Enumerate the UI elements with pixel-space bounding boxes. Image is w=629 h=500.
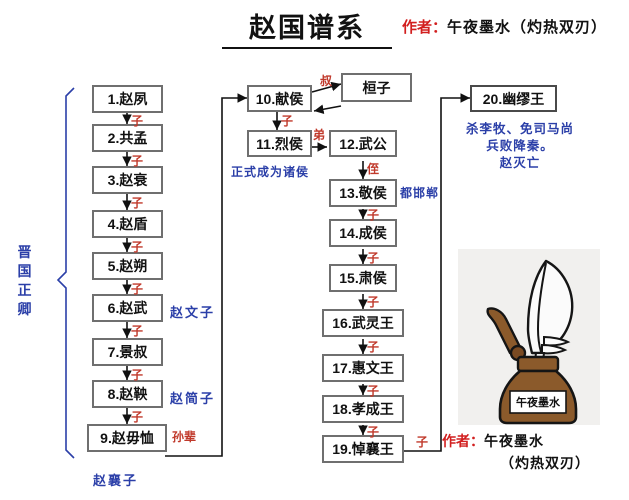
node-3[interactable]: 3.赵衰 — [92, 166, 163, 194]
node-1[interactable]: 1.赵夙 — [92, 85, 163, 113]
edge-label-3-4: 子 — [131, 196, 144, 210]
fall-note-line-1: 杀李牧、免司马尚 — [465, 122, 574, 136]
edge-label-4-5: 子 — [131, 240, 144, 254]
inkwell-bottle-label: 午夜墨水 — [516, 397, 560, 409]
node-18[interactable]: 18.孝成王 — [322, 395, 404, 423]
node-11[interactable]: 11.烈侯 — [247, 130, 312, 157]
node-2[interactable]: 2.共孟 — [92, 124, 163, 152]
node-12[interactable]: 12.武公 — [329, 130, 397, 157]
annotation-became-lord: 正式成为诸侯 — [231, 165, 310, 179]
node-14[interactable]: 14.成侯 — [329, 219, 397, 247]
page-title: 赵国谱系 — [222, 6, 392, 49]
annotation-capital-handan: 都邯郸 — [400, 186, 440, 200]
fall-note-line-2: 兵败降秦。 — [486, 139, 554, 153]
edge-label-14-15: 子 — [367, 251, 380, 265]
edge-label-5-6: 子 — [131, 282, 144, 296]
edge-label-6-7: 子 — [131, 324, 144, 338]
node-8[interactable]: 8.赵鞅 — [92, 380, 163, 408]
annotation-zhao-jianzi: 赵简子 — [170, 391, 216, 406]
edge-label-11-12: 弟 — [313, 128, 326, 142]
edge-label-15-16: 子 — [367, 295, 380, 309]
annotation-fall-of-zhao: 杀李牧、免司马尚 兵败降秦。 赵灭亡 — [444, 121, 596, 172]
edge-label-1-2: 子 — [131, 114, 144, 128]
edge-label-17-18: 子 — [367, 384, 380, 398]
annotation-zhao-wenzi: 赵文子 — [170, 305, 216, 320]
fall-note-line-3: 赵灭亡 — [499, 156, 541, 170]
node-6[interactable]: 6.赵武 — [92, 294, 163, 322]
author-name: 午夜墨水（灼热双刃） — [447, 20, 608, 36]
author-label: 作者： — [402, 20, 448, 36]
edge-label-9-10: 孙辈 — [172, 430, 197, 444]
node-16[interactable]: 16.武灵王 — [322, 309, 404, 337]
edge-label-13-14: 子 — [367, 208, 380, 222]
author-name-line2: （灼热双刃） — [500, 457, 590, 472]
edge-label-8-9: 子 — [131, 410, 144, 424]
logo-panel: 午夜墨水 — [458, 249, 600, 425]
node-15[interactable]: 15.肃侯 — [329, 264, 397, 292]
node-4[interactable]: 4.赵盾 — [92, 210, 163, 238]
edge-label-10-huanzi: 叔 — [320, 74, 333, 88]
node-13[interactable]: 13.敬侯 — [329, 179, 397, 207]
author-name-line1: 午夜墨水 — [484, 435, 544, 450]
edge-label-19-20: 子 — [416, 435, 429, 449]
author-credit-top: 作者：午夜墨水（灼热双刃） — [402, 16, 607, 37]
node-huanzi[interactable]: 桓子 — [341, 73, 412, 102]
edge-label-12-13: 侄 — [367, 162, 380, 176]
node-19[interactable]: 19.悼襄王 — [322, 435, 404, 463]
node-7[interactable]: 7.景叔 — [92, 338, 163, 366]
bracket-label-jin-ministers: 晋国正卿 — [17, 246, 33, 318]
edge-label-16-17: 子 — [367, 340, 380, 354]
node-17[interactable]: 17.惠文王 — [322, 354, 404, 382]
edge-label-10-11: 子 — [281, 114, 294, 128]
edge-label-2-3: 子 — [131, 154, 144, 168]
edge-label-7-8: 子 — [131, 368, 144, 382]
node-5[interactable]: 5.赵朔 — [92, 252, 163, 280]
author-label-bottom: 作者： — [442, 435, 484, 450]
node-10[interactable]: 10.献侯 — [247, 85, 312, 112]
edge-label-18-19: 子 — [367, 425, 380, 439]
author-credit-bottom: 作者：午夜墨水 （灼热双刃） — [442, 432, 622, 476]
node-9[interactable]: 9.赵毋恤 — [87, 424, 167, 452]
node-20[interactable]: 20.幽缪王 — [470, 85, 557, 112]
inkwell-quill-icon — [486, 259, 578, 425]
annotation-zhao-xiangzi: 赵襄子 — [93, 473, 139, 488]
